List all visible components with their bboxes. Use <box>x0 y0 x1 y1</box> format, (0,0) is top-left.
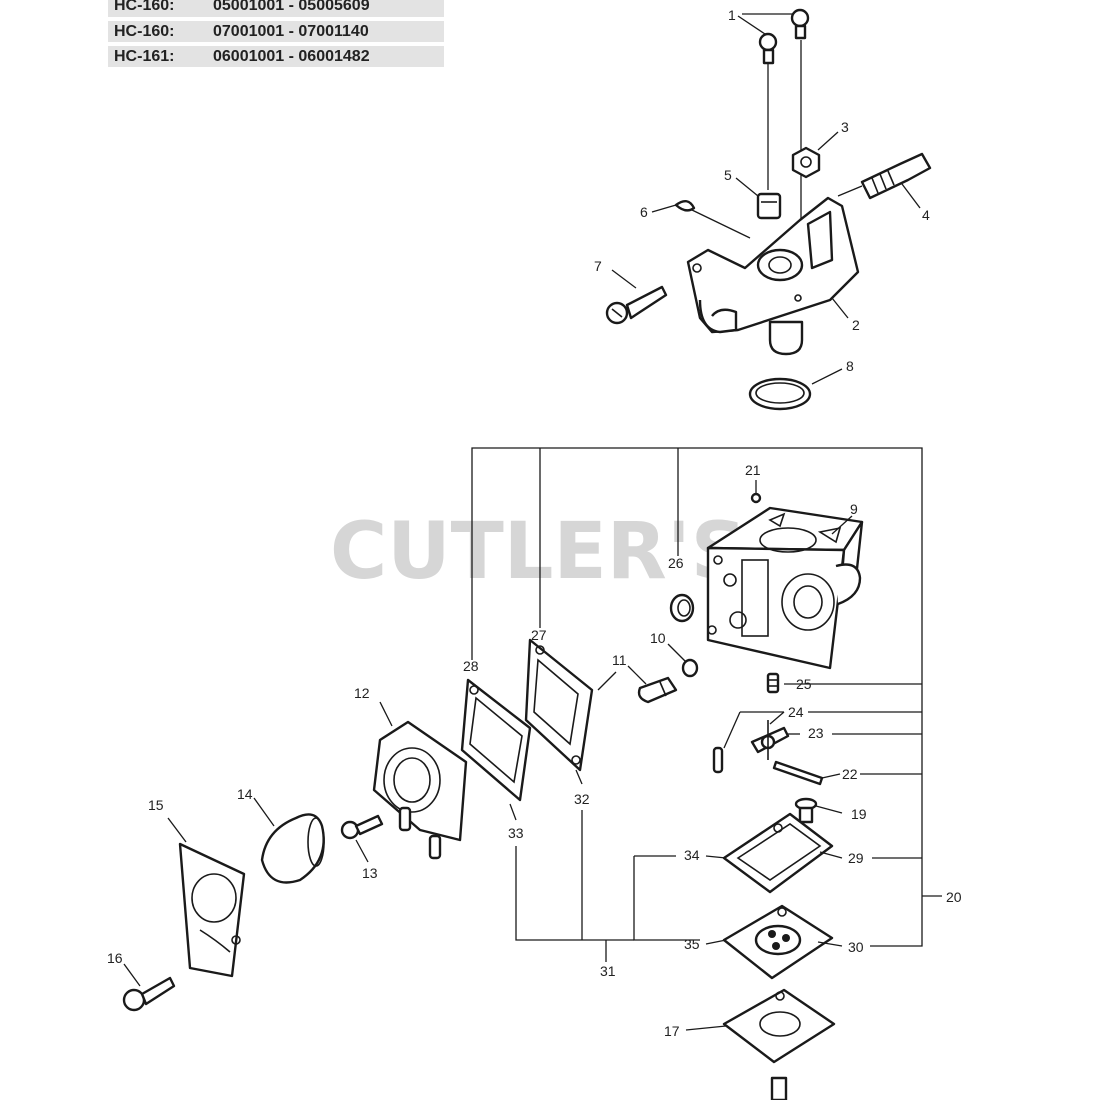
callout-17: 17 <box>664 1023 680 1039</box>
screw-part-7 <box>605 285 668 325</box>
callout-15: 15 <box>148 797 164 813</box>
carburetor-body-part-9 <box>706 506 864 670</box>
shaft-part-22 <box>772 760 824 786</box>
callout-34: 34 <box>684 847 700 863</box>
callout-23: 23 <box>808 725 824 741</box>
callout-2: 2 <box>852 317 860 333</box>
callout-16: 16 <box>107 950 123 966</box>
screw-part-16 <box>122 976 176 1012</box>
screen-part-10 <box>681 658 699 678</box>
callout-9: 9 <box>850 501 858 517</box>
callout-33: 33 <box>508 825 524 841</box>
adjuster-part-4 <box>860 152 932 200</box>
callout-7: 7 <box>594 258 602 274</box>
callout-32: 32 <box>574 791 590 807</box>
serial-range: 07001001 - 07001140 <box>213 23 369 40</box>
adjuster-part-5 <box>756 192 782 220</box>
callout-21: 21 <box>745 462 761 478</box>
pin-part-24 <box>712 746 724 774</box>
callout-1: 1 <box>728 7 736 23</box>
callout-11: 11 <box>612 652 627 668</box>
callout-25: 25 <box>796 676 812 692</box>
model-label: HC-160: <box>114 0 175 14</box>
gasket-part-29 <box>722 812 834 894</box>
screw-part-19 <box>794 797 818 824</box>
callout-30: 30 <box>848 939 864 955</box>
gasket-part-27 <box>524 638 594 772</box>
callout-6: 6 <box>640 204 648 220</box>
clip-part-6 <box>674 200 696 212</box>
primer-bulb-part-14 <box>260 813 325 884</box>
plate-part-15 <box>178 842 246 978</box>
model-label: HC-160: <box>114 23 175 40</box>
cap-part-26 <box>669 593 695 623</box>
callout-29: 29 <box>848 850 864 866</box>
serial-row: HC-160: 05001001 - 05005609 <box>108 0 444 17</box>
nut-part-3 <box>791 146 821 179</box>
needle-part-11 <box>637 676 678 704</box>
serial-range: 06001001 - 06001482 <box>213 48 370 65</box>
screw-part-13 <box>340 814 384 840</box>
lever-part-23 <box>750 720 790 760</box>
callout-12: 12 <box>354 685 370 701</box>
callout-24: 24 <box>788 704 804 720</box>
watermark-text: CUTLER'S <box>330 507 747 597</box>
callout-14: 14 <box>237 786 253 802</box>
serial-row: HC-161: 06001001 - 06001482 <box>108 46 444 67</box>
callout-28: 28 <box>463 658 479 674</box>
o-ring-part-8 <box>748 377 812 411</box>
serial-range: 05001001 - 05005609 <box>213 0 370 14</box>
callout-35: 35 <box>684 936 700 952</box>
callout-22: 22 <box>842 766 858 782</box>
model-label: HC-161: <box>114 48 175 65</box>
serial-number-table: HC-160: 05001001 - 05005609 HC-160: 0700… <box>108 0 444 71</box>
callout-20: 20 <box>946 889 962 905</box>
spring-part-25 <box>766 672 780 694</box>
serial-row: HC-160: 07001001 - 07001140 <box>108 21 444 42</box>
callout-10: 10 <box>650 630 666 646</box>
diaphragm-part-30 <box>722 904 834 980</box>
callout-31: 31 <box>600 963 616 979</box>
gasket-part-28 <box>460 678 532 802</box>
plug-part-21 <box>750 492 762 504</box>
pump-body-part-12 <box>372 720 468 860</box>
callout-26: 26 <box>668 555 684 571</box>
callout-3: 3 <box>841 119 849 135</box>
throttle-body-part-2 <box>686 196 860 356</box>
callout-8: 8 <box>846 358 854 374</box>
callout-13: 13 <box>362 865 378 881</box>
callout-27: 27 <box>531 627 547 643</box>
cover-part-17 <box>722 988 836 1100</box>
callout-19: 19 <box>851 806 867 822</box>
callout-4: 4 <box>922 207 930 223</box>
callout-5: 5 <box>724 167 732 183</box>
